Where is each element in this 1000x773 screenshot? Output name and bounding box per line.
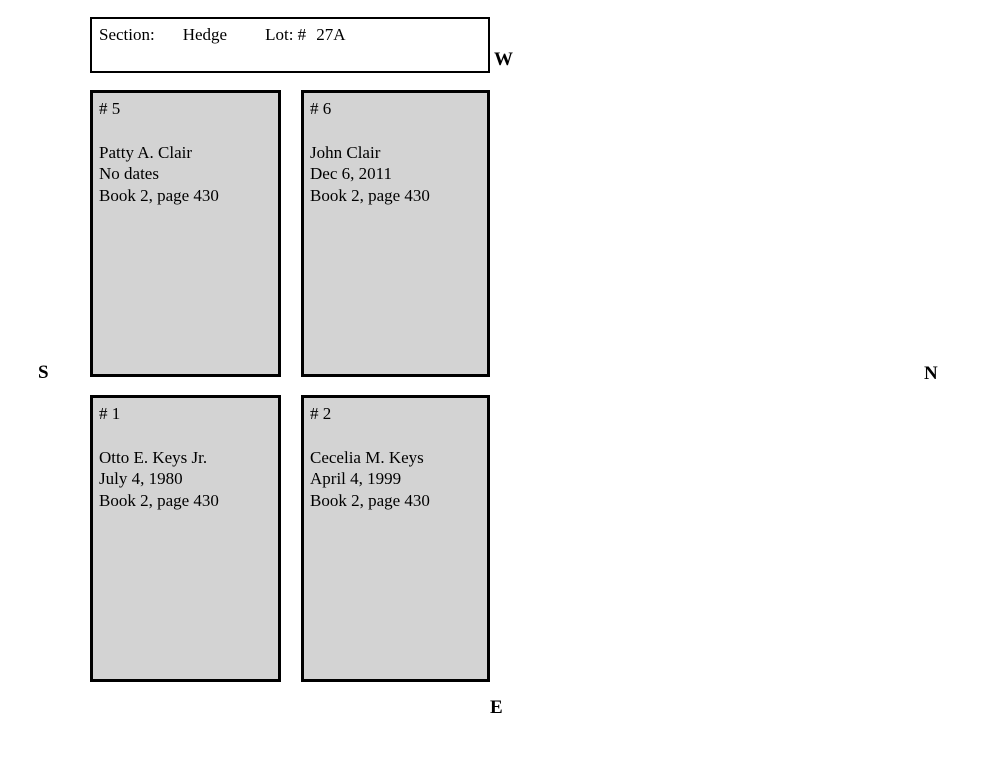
plot-number: # 2 [310,404,332,423]
plot-info: Patty A. Clair No dates Book 2, page 430 [99,142,272,207]
compass-east-label: E [490,697,503,718]
section-lot-header: Section: Hedge Lot: # 27A [90,17,490,73]
plot-number: # 1 [99,404,121,423]
section-label: Section: [99,25,155,44]
section-value: Hedge [182,25,228,44]
compass-south-label: S [38,362,49,383]
plot-number: # 6 [310,99,332,118]
plot-date: No dates [99,164,159,183]
plot-book-reference: Book 2, page 430 [310,185,430,205]
plot-box-5: # 5 Patty A. Clair No dates Book 2, page… [90,90,281,377]
plot-info: Otto E. Keys Jr. July 4, 1980 Book 2, pa… [99,447,272,512]
plot-book-reference: Book 2, page 430 [99,490,219,510]
plot-info: Cecelia M. Keys April 4, 1999 Book 2, pa… [310,447,481,512]
plot-book-reference: Book 2, page 430 [310,490,430,510]
plot-book-reference: Book 2, page 430 [99,185,219,205]
plot-date: April 4, 1999 [310,469,402,488]
plot-date: July 4, 1980 [99,469,183,488]
plot-name: Otto E. Keys Jr. [99,447,208,467]
plot-box-6: # 6 John Clair Dec 6, 2011 Book 2, page … [301,90,490,377]
compass-west-label: W [494,49,513,70]
plot-name: John Clair [310,142,381,162]
plot-info: John Clair Dec 6, 2011 Book 2, page 430 [310,142,481,207]
plot-box-2: # 2 Cecelia M. Keys April 4, 1999 Book 2… [301,395,490,682]
plot-date: Dec 6, 2011 [310,164,392,183]
lot-label: Lot: # [265,25,307,44]
plot-box-1: # 1 Otto E. Keys Jr. July 4, 1980 Book 2… [90,395,281,682]
plot-name: Patty A. Clair [99,142,193,162]
plot-number: # 5 [99,99,121,118]
lot-value: 27A [316,25,346,44]
plot-name: Cecelia M. Keys [310,447,424,467]
compass-north-label: N [924,363,938,384]
